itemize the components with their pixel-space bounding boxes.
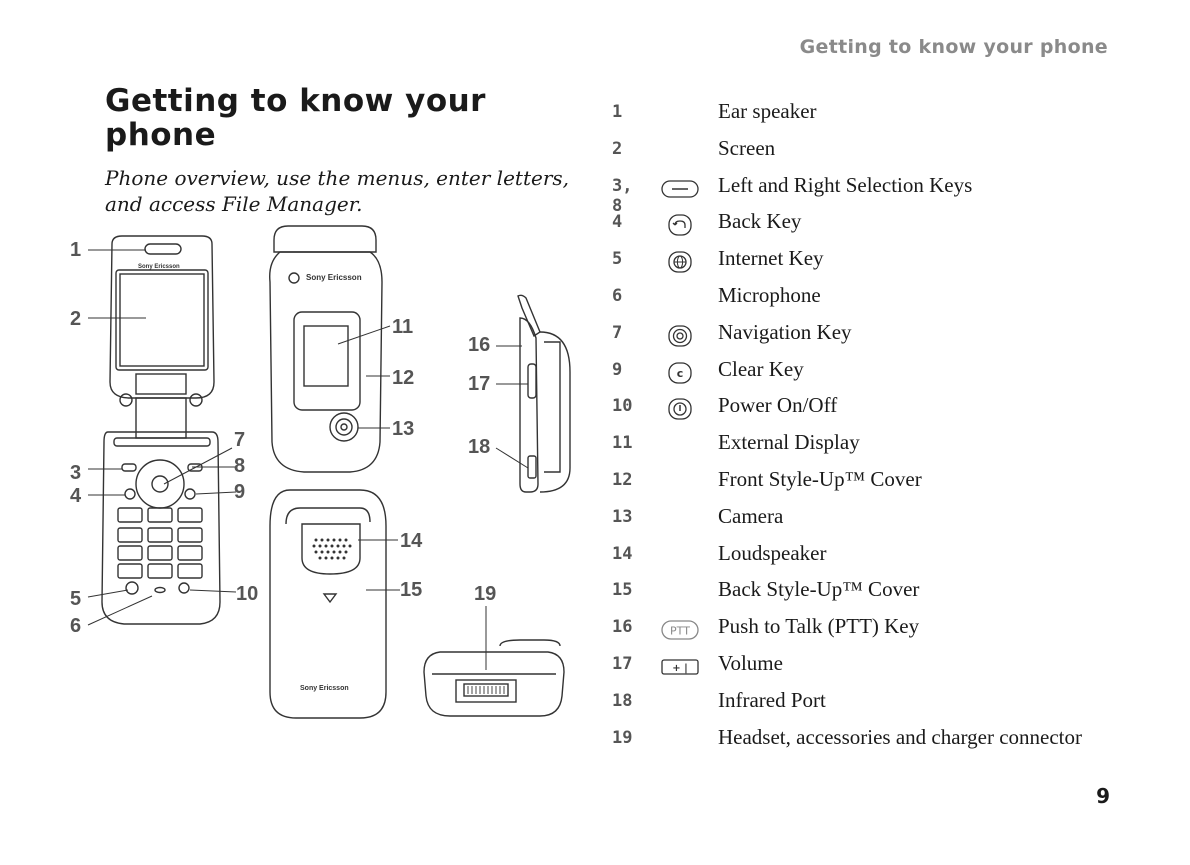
part-name: Volume	[718, 650, 783, 675]
part-name: Infrared Port	[718, 687, 826, 712]
callout-16: 16	[468, 334, 490, 356]
callout-2: 2	[70, 308, 81, 330]
callout-leaders	[87, 249, 529, 670]
part-number: 10	[612, 396, 633, 417]
callout-9: 9	[234, 481, 245, 503]
part-name: External Display	[718, 430, 860, 455]
part-name: Push to Talk (PTT) Key	[718, 614, 920, 639]
callout-15: 15	[400, 579, 422, 601]
part-name: Loudspeaker	[718, 540, 827, 565]
part-name: Left and Right Selection Keys	[718, 172, 973, 197]
callout-10: 10	[236, 583, 258, 605]
closed-phone-front-drawing	[269, 225, 383, 473]
navigation-key-icon	[660, 325, 700, 347]
callout-4: 4	[70, 485, 82, 507]
open-phone-drawing	[101, 235, 221, 625]
callout-7: 7	[234, 429, 245, 451]
selection-key-icon	[660, 178, 700, 200]
part-number: 16	[612, 617, 633, 638]
part-number: 3, 8	[612, 175, 633, 216]
part-number: 7	[612, 322, 623, 343]
closed-phone-back-drawing	[269, 489, 387, 719]
clear-key-icon: c	[660, 361, 700, 384]
volume-key-glyph: + |	[672, 663, 688, 674]
part-name: Screen	[718, 135, 776, 160]
callout-17: 17	[468, 373, 490, 395]
part-number: 6	[612, 285, 623, 306]
bottom-phone-drawing	[423, 639, 565, 717]
page-number: 9	[1096, 784, 1110, 808]
part-number: 12	[612, 469, 633, 490]
callout-6: 6	[70, 615, 81, 637]
callout-18: 18	[468, 436, 490, 458]
part-number: 11	[612, 433, 633, 454]
part-number: 17	[612, 653, 633, 674]
part-name: Front Style-Up™ Cover	[718, 466, 922, 491]
running-header: Getting to know your phone	[799, 36, 1108, 58]
part-name: Camera	[718, 503, 784, 528]
power-key-icon	[660, 398, 700, 421]
part-number: 2	[612, 138, 623, 159]
part-name: Headset, accessories and charger connect…	[718, 724, 1083, 749]
part-number: 15	[612, 580, 633, 601]
brand-text-open: Sony Ericsson	[138, 264, 180, 270]
part-number: 13	[612, 506, 633, 527]
brand-text-back: Sony Ericsson	[300, 685, 349, 692]
part-name: Power On/Off	[718, 393, 838, 418]
part-number: 1	[612, 102, 623, 122]
page-subtitle: Phone overview, use the menus, enter let…	[105, 166, 570, 216]
ptt-key-icon: PTT	[660, 619, 700, 641]
clear-key-glyph: c	[677, 367, 684, 380]
part-name: Navigation Key	[718, 319, 852, 344]
side-phone-drawing	[517, 294, 571, 493]
part-name: Back Key	[718, 209, 802, 234]
callout-14: 14	[400, 530, 423, 552]
ptt-key-glyph: PTT	[670, 625, 690, 638]
part-number: 9	[612, 359, 623, 380]
callout-13: 13	[392, 418, 414, 440]
brand-text-front: Sony Ericsson	[306, 273, 362, 282]
callout-1: 1	[70, 239, 81, 261]
page-title: Getting to know your phone	[105, 83, 486, 153]
callout-3: 3	[70, 462, 81, 484]
volume-key-icon: + |	[660, 656, 700, 678]
part-name: Ear speaker	[718, 99, 817, 123]
callout-8: 8	[234, 455, 245, 477]
part-number: 5	[612, 249, 623, 270]
part-name: Back Style-Up™ Cover	[718, 577, 920, 602]
callout-19: 19	[474, 583, 496, 605]
part-name: Clear Key	[718, 356, 804, 381]
part-number: 18	[612, 690, 633, 711]
phone-illustration: Sony Ericsson Sony Ericsson Sony Ericsso…	[70, 225, 571, 719]
callout-12: 12	[392, 367, 414, 389]
back-key-icon	[660, 214, 700, 237]
part-number: 19	[612, 727, 633, 748]
internet-key-icon	[660, 251, 700, 273]
part-name: Internet Key	[718, 246, 824, 271]
part-number: 4	[612, 212, 623, 233]
callout-5: 5	[70, 588, 81, 610]
part-number: 14	[612, 543, 633, 564]
part-name: Microphone	[718, 282, 821, 307]
callout-11: 11	[392, 316, 413, 338]
